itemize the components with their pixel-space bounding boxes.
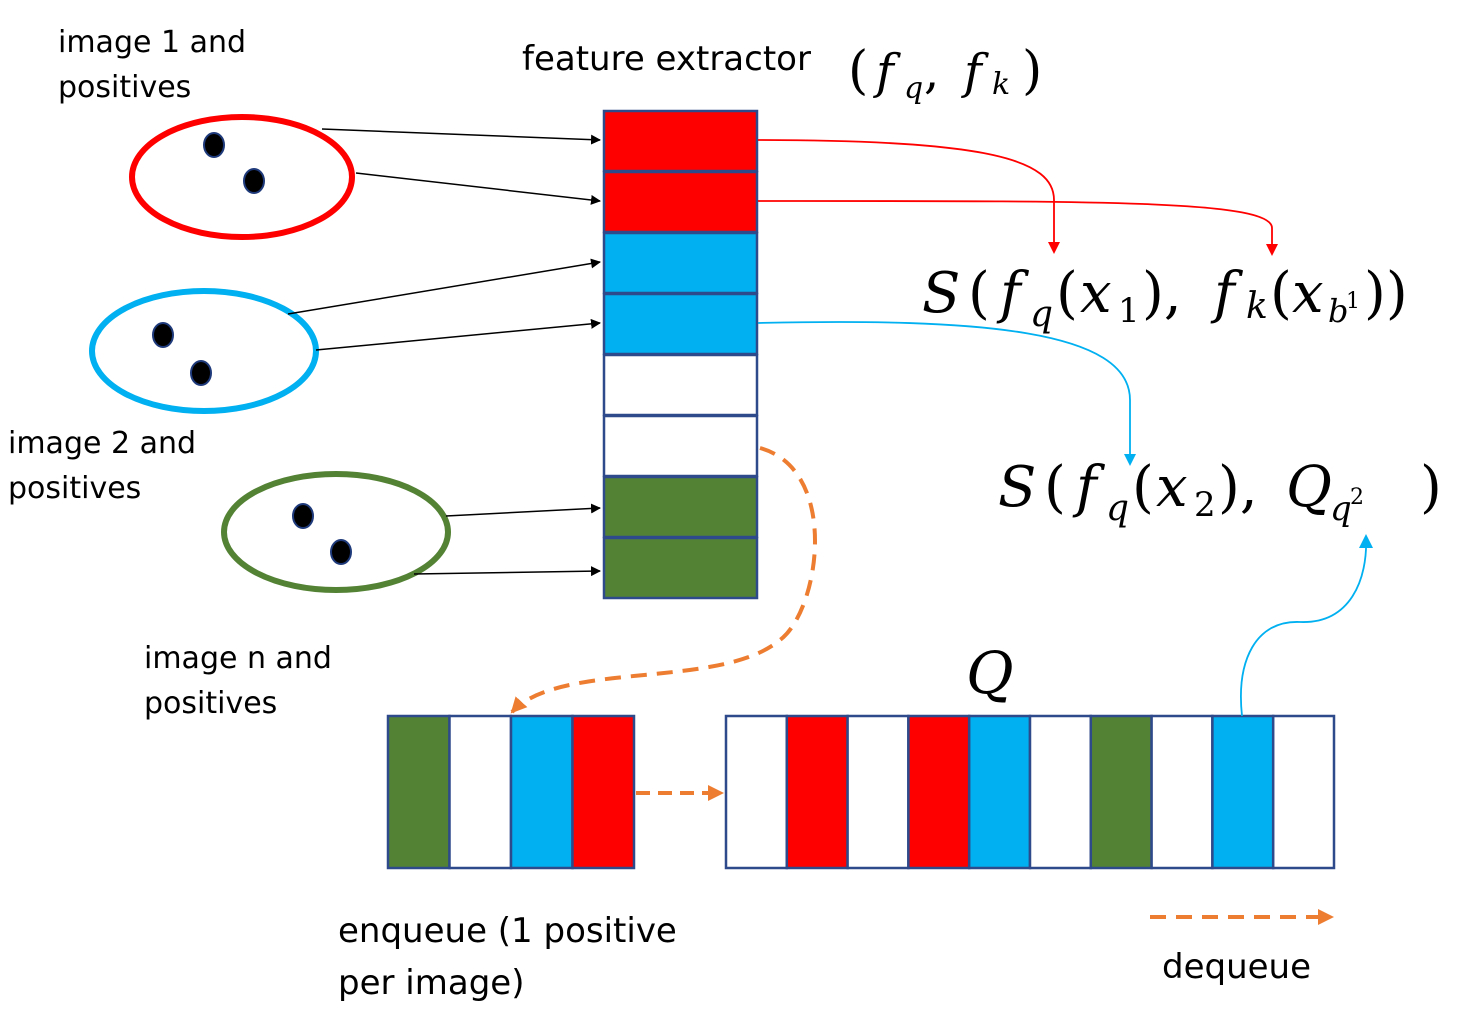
- queue-cell-10: [1271, 714, 1336, 870]
- s1-sub-b: b: [1328, 292, 1348, 330]
- s2-S: S: [998, 455, 1036, 520]
- queue-cell-9: [1211, 714, 1275, 870]
- image1-dot-2: [243, 168, 265, 194]
- queue-cell-4: [907, 714, 971, 870]
- s1-close: )): [1364, 261, 1408, 326]
- imagen-label-line2: positives: [144, 686, 277, 721]
- fe-sub-k: k: [992, 67, 1010, 102]
- blue-arrow-queue-to-Q: [1240, 534, 1373, 717]
- feature-cell-7: [602, 475, 759, 539]
- queue-cell-3: [846, 714, 910, 870]
- enqueue-label-line2: per image): [338, 963, 524, 1003]
- fe-sub-q: q: [904, 71, 923, 106]
- enqueue-cell-2: [448, 714, 513, 870]
- image2-ellipse-group: [89, 288, 319, 414]
- s1-sub-q: q: [1030, 294, 1053, 335]
- blue-arrow-row4-to-fq: [757, 321, 1136, 466]
- queue-cell-5: [967, 714, 1032, 870]
- fe-f-k: f: [961, 44, 989, 100]
- enqueue-label-line1: enqueue (1 positive: [338, 911, 677, 951]
- arrow-image1-to-row2: [355, 172, 601, 205]
- enqueue-cell-1: [386, 714, 451, 870]
- imagen-dot-1: [292, 503, 314, 529]
- imagen-ellipse-group: [221, 471, 451, 593]
- s2-x: x: [1156, 455, 1188, 520]
- feature-cell-6: [602, 414, 759, 478]
- feature-stack: [602, 109, 759, 600]
- image1-dot-1: [203, 132, 225, 158]
- input-arrows: [287, 128, 601, 577]
- queue-cell-8: [1150, 714, 1214, 870]
- s2-sub-q2: q: [1330, 489, 1352, 529]
- arrow-imagen-to-row8: [413, 566, 601, 577]
- queue-cell-7: [1089, 714, 1153, 870]
- s2-paren-2: (: [1132, 455, 1154, 520]
- s2-paren-1: (: [1044, 455, 1066, 520]
- s2-sub-2: 2: [1194, 485, 1216, 525]
- image2-dot-2: [190, 360, 212, 386]
- queue: [724, 714, 1336, 870]
- arrow-imagen-to-row7: [445, 503, 601, 517]
- red-arrow-row1-to-fq: [757, 139, 1060, 254]
- s1-S: S: [922, 261, 960, 326]
- queue-cell-6: [1028, 714, 1093, 870]
- s1-x-b: x: [1292, 261, 1324, 326]
- image2-label-line1: image 2 and: [8, 426, 196, 461]
- imagen-ellipse: [221, 471, 451, 593]
- s2-Q: Q: [1286, 455, 1332, 520]
- imagen-dot-2: [330, 539, 352, 565]
- s1-x1: x: [1080, 261, 1112, 326]
- red-arrow-row2-to-fk: [757, 200, 1278, 256]
- fe-comma: ,: [924, 44, 939, 100]
- enqueue-cell-4: [571, 714, 636, 870]
- s2-sub-q: q: [1106, 488, 1129, 529]
- feature-cell-5: [602, 353, 759, 417]
- queue-cell-2: [785, 714, 849, 870]
- feature-extractor-label: feature extractor: [522, 39, 811, 79]
- dequeue-label: dequeue: [1162, 947, 1311, 987]
- s2-close: ): [1420, 455, 1442, 520]
- feature-cell-8: [602, 536, 759, 600]
- s1-paren-2: (: [1056, 261, 1078, 326]
- similarity-formula-1: S ( f q ( x 1 ), f k ( x b 1 )): [922, 261, 1408, 335]
- image2-dot-1: [152, 322, 174, 348]
- image1-ellipse-group: [129, 114, 355, 240]
- feature-cell-2: [602, 170, 759, 234]
- image1-label-line1: image 1 and: [58, 25, 246, 60]
- enqueue-buffer: [386, 714, 636, 870]
- s1-sub-k: k: [1246, 286, 1268, 327]
- queue-cell-1: [724, 714, 789, 870]
- s1-sub-1: 1: [1118, 291, 1140, 331]
- s1-paren-1: (: [968, 261, 990, 326]
- fe-f-q: f: [873, 44, 901, 100]
- arrow-image2-to-row4: [315, 318, 601, 351]
- image2-ellipse: [89, 288, 319, 414]
- s2-sup-2: 2: [1350, 485, 1364, 510]
- queue-Q-label: Q: [966, 639, 1014, 707]
- image2-label-line2: positives: [8, 471, 141, 506]
- feature-extractor-formula: ( f q , f k ): [848, 41, 1042, 106]
- s1-mid: ),: [1142, 261, 1182, 326]
- s1-paren-3: (: [1270, 261, 1292, 326]
- feature-cell-3: [602, 231, 759, 295]
- enqueue-cell-3: [509, 714, 574, 870]
- fe-open-paren: (: [848, 41, 868, 101]
- s2-mid: ),: [1218, 455, 1258, 520]
- s2-f-q: f: [1072, 455, 1106, 520]
- orange-dashed-arrow-row6-to-enqueue: [510, 446, 817, 714]
- arrow-image1-to-row1: [321, 128, 601, 145]
- image1-ellipse: [129, 114, 355, 240]
- feature-cell-1: [602, 109, 759, 173]
- image1-label-line2: positives: [58, 70, 191, 105]
- fe-close-paren: ): [1022, 41, 1042, 101]
- imagen-label-line1: image n and: [144, 641, 332, 676]
- s1-f-q: f: [996, 261, 1030, 326]
- similarity-formula-2: S ( f q ( x 2 ), Q q 2 ): [998, 455, 1442, 529]
- s1-sup-1: 1: [1346, 289, 1360, 314]
- arrow-image2-to-row3: [287, 258, 601, 315]
- s1-f-k: f: [1210, 261, 1244, 326]
- feature-cell-4: [602, 292, 759, 356]
